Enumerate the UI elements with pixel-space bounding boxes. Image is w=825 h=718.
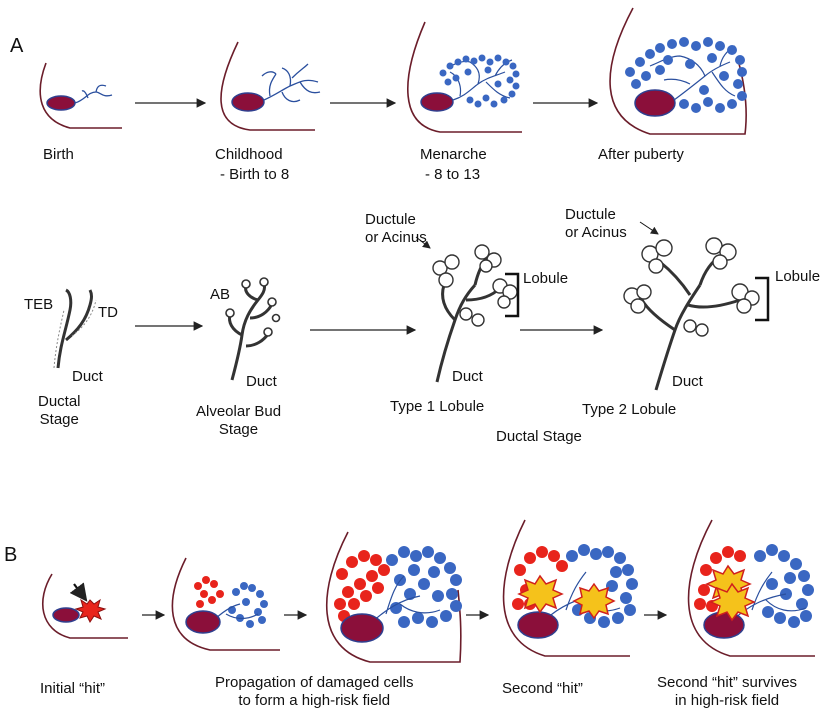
label-alveolar-stage: Alveolar Bud Stage [196,403,281,439]
type1-lobule-clusters [432,244,518,327]
label-childhood: Childhood [215,146,283,163]
alveolar-line1: Alveolar Bud [196,403,282,420]
b-second-hit-burst-2 [572,582,616,620]
type1-ductule-pointer [415,236,431,249]
label-ductal-stage-bottom: Ductal Stage [496,428,582,445]
label-lobule-2: Lobule [775,268,821,285]
label-duct-ductal: Duct [72,368,103,385]
breast-childhood [220,41,315,131]
propagation-line2: to form a high-risk field [238,692,391,709]
nipple-after-puberty [634,89,676,117]
b-red-2 [194,576,224,608]
type2-ductule-pointer [639,221,659,235]
survives-line1: Second “hit” survives [657,674,798,691]
b-nipple-3 [340,613,384,643]
breast-menarche [407,21,522,133]
label-type2-lobule: Type 2 Lobule [582,401,677,418]
label-menarche-range: - 8 to 13 [425,166,481,183]
b-breast-3 [325,531,462,663]
b-survive-burst-2 [709,582,756,622]
nipple-childhood [231,92,265,112]
label-ab: AB [210,286,231,303]
label-initial-hit: Initial “hit” [40,680,106,697]
label-lobule-1: Lobule [523,270,569,287]
b-breast-4 [502,519,630,657]
label-menarche: Menarche [420,146,487,163]
breast-birth [39,62,122,129]
ducts-birth [74,84,113,104]
alveolar-line2: Stage [218,421,259,438]
label-ductal-stage: Ductal Stage [38,393,81,429]
type2-lobule-bracket [755,276,770,322]
b-breast-5 [687,519,815,657]
label-propagation: Propagation of damaged cells to form a h… [215,674,413,710]
b-lobules-2 [228,582,268,628]
label-td: TD [98,304,118,321]
ductal-stage-texture [53,299,97,369]
b-lobules-4 [566,544,638,628]
b-red-5 [694,546,746,612]
type2-lobule-clusters [623,237,760,337]
panel-a-letter: A [10,35,24,57]
survives-line2: in high-risk field [674,692,780,709]
label-ductule-1: Ductule or Acinus [365,211,427,247]
ductule-1-line2: or Acinus [365,229,427,246]
label-birth: Birth [43,146,74,163]
ductule-2-line1: Ductule [565,206,616,223]
label-ductule-2: Ductule or Acinus [565,206,627,242]
panel-b-letter: B [4,544,18,566]
alveolar-buds [225,277,281,337]
label-duct-type2: Duct [672,373,703,390]
propagation-line1: Propagation of damaged cells [215,674,414,691]
ducts-childhood [261,63,321,103]
breast-after-puberty [609,7,747,135]
ductal-stage-line2: Stage [39,411,79,428]
ductal-stage-line1: Ductal [38,393,81,410]
b-nipple-1 [52,607,80,623]
b-initial-hit-arrow [69,582,88,602]
label-second-hit-survives: Second “hit” survives in high-risk field [657,674,797,710]
b-lobules-3 [386,546,462,628]
lobules-after-puberty [625,37,747,113]
b-lobules-5 [754,544,814,628]
label-childhood-range: - Birth to 8 [220,166,290,183]
nipple-birth [46,95,76,111]
b-nipple-2 [185,610,221,634]
lobules-menarche [439,54,520,108]
b-initial-hit-burst [74,598,107,623]
label-duct-type1: Duct [452,368,483,385]
ductal-stage-sketch [56,288,93,369]
nipple-menarche [420,92,454,112]
label-after-puberty: After puberty [598,146,684,163]
b-breast-1 [41,573,128,639]
label-type1-lobule: Type 1 Lobule [390,398,485,415]
ducts-menarche [449,59,513,101]
type1-lobule-bracket [505,272,520,318]
ductule-1-line1: Ductule [365,211,416,228]
label-duct-alveolar: Duct [246,373,277,390]
b-red-3 [334,550,390,622]
label-second-hit: Second “hit” [502,680,583,697]
label-teb: TEB [24,296,54,313]
b-nipple-4 [517,611,559,639]
b-second-hit-burst-1 [517,574,564,614]
ductule-2-line2: or Acinus [565,224,627,241]
b-breast-2 [171,557,280,651]
b-nipple-5 [703,611,745,639]
